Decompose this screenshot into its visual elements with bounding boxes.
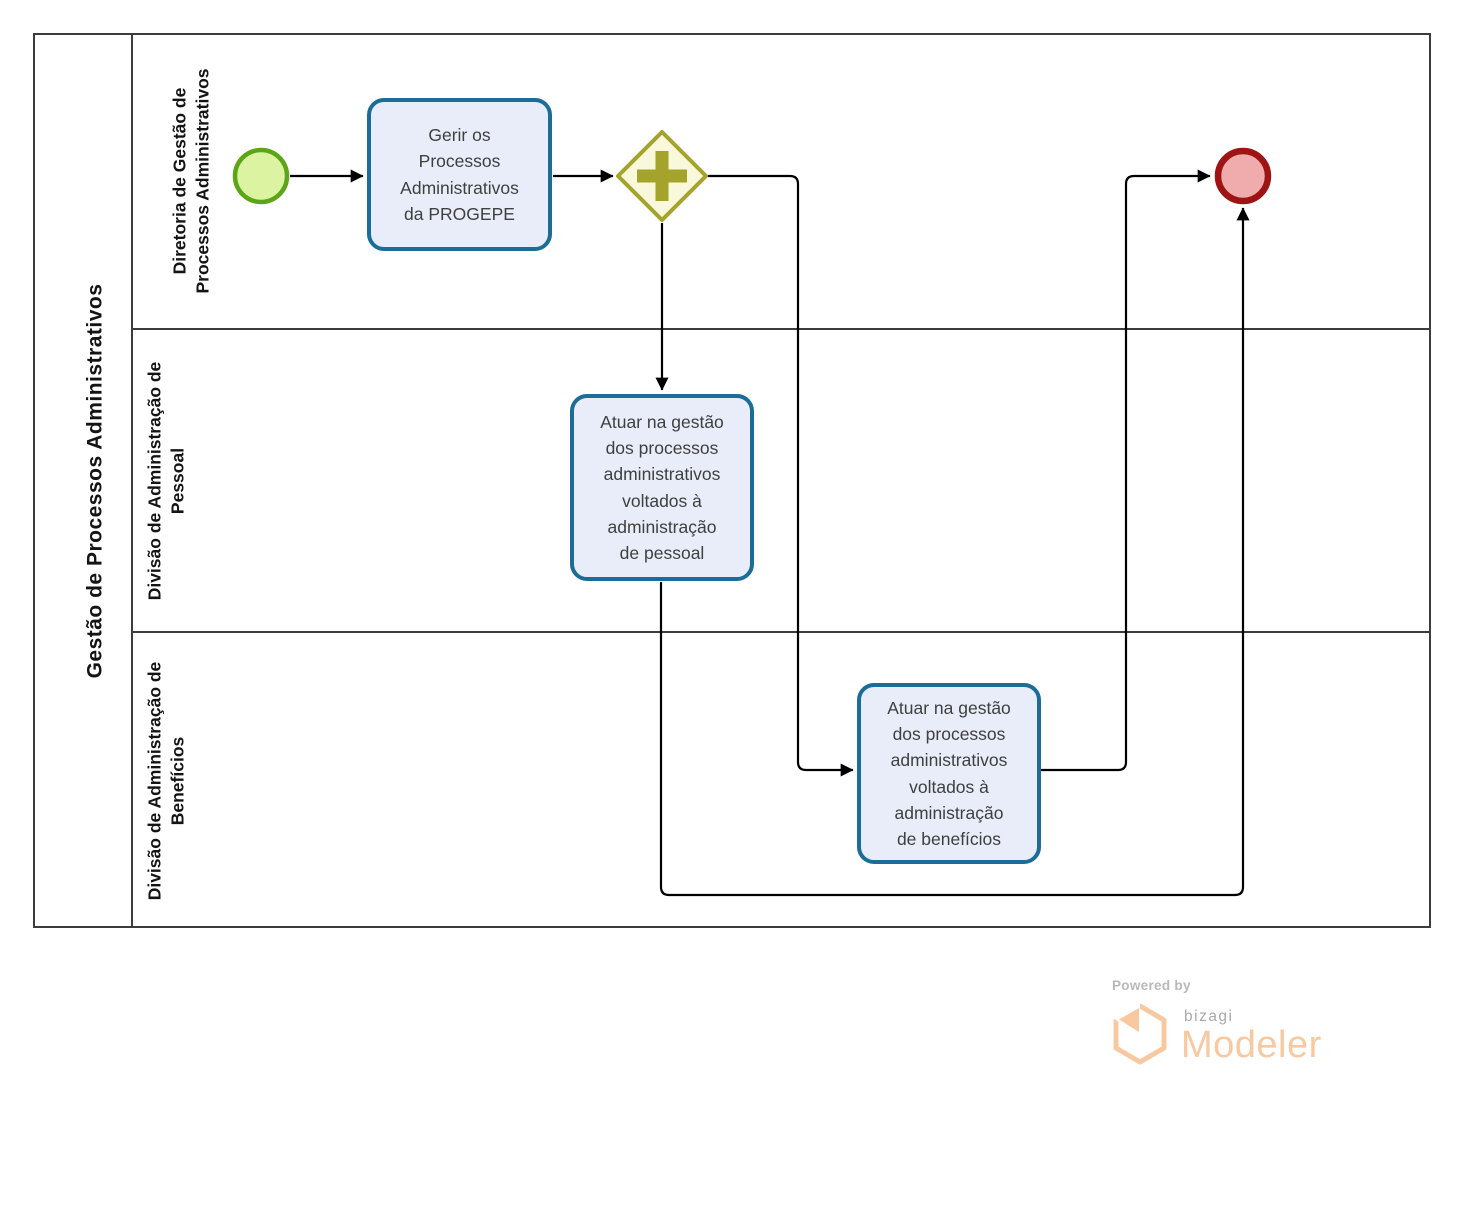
bizagi-wordmark: bizagi xyxy=(1184,1008,1234,1025)
pool-border xyxy=(33,33,1431,928)
lane-separator-1 xyxy=(133,328,1431,330)
plus-icon xyxy=(637,151,687,201)
powered-by-label: Powered by xyxy=(1112,978,1191,993)
start-event[interactable] xyxy=(232,147,290,205)
end-event[interactable] xyxy=(1214,147,1272,205)
modeler-wordmark: Modeler xyxy=(1181,1024,1322,1066)
task-gestao-pessoal[interactable]: Atuar na gestão dos processos administra… xyxy=(570,394,754,581)
pool-title-divider xyxy=(131,33,133,928)
flow-gateway-to-task3 xyxy=(708,174,854,777)
flow-task2-to-end xyxy=(659,207,1250,897)
bizagi-hexagon-icon xyxy=(1113,1003,1167,1065)
task-gerir-processos[interactable]: Gerir os Processos Administrativos da PR… xyxy=(367,98,552,251)
lane-separator-2 xyxy=(133,631,1431,633)
parallel-gateway[interactable] xyxy=(616,130,708,222)
task-gestao-beneficios[interactable]: Atuar na gestão dos processos administra… xyxy=(857,683,1041,864)
flow-task3-to-end xyxy=(1041,169,1211,772)
